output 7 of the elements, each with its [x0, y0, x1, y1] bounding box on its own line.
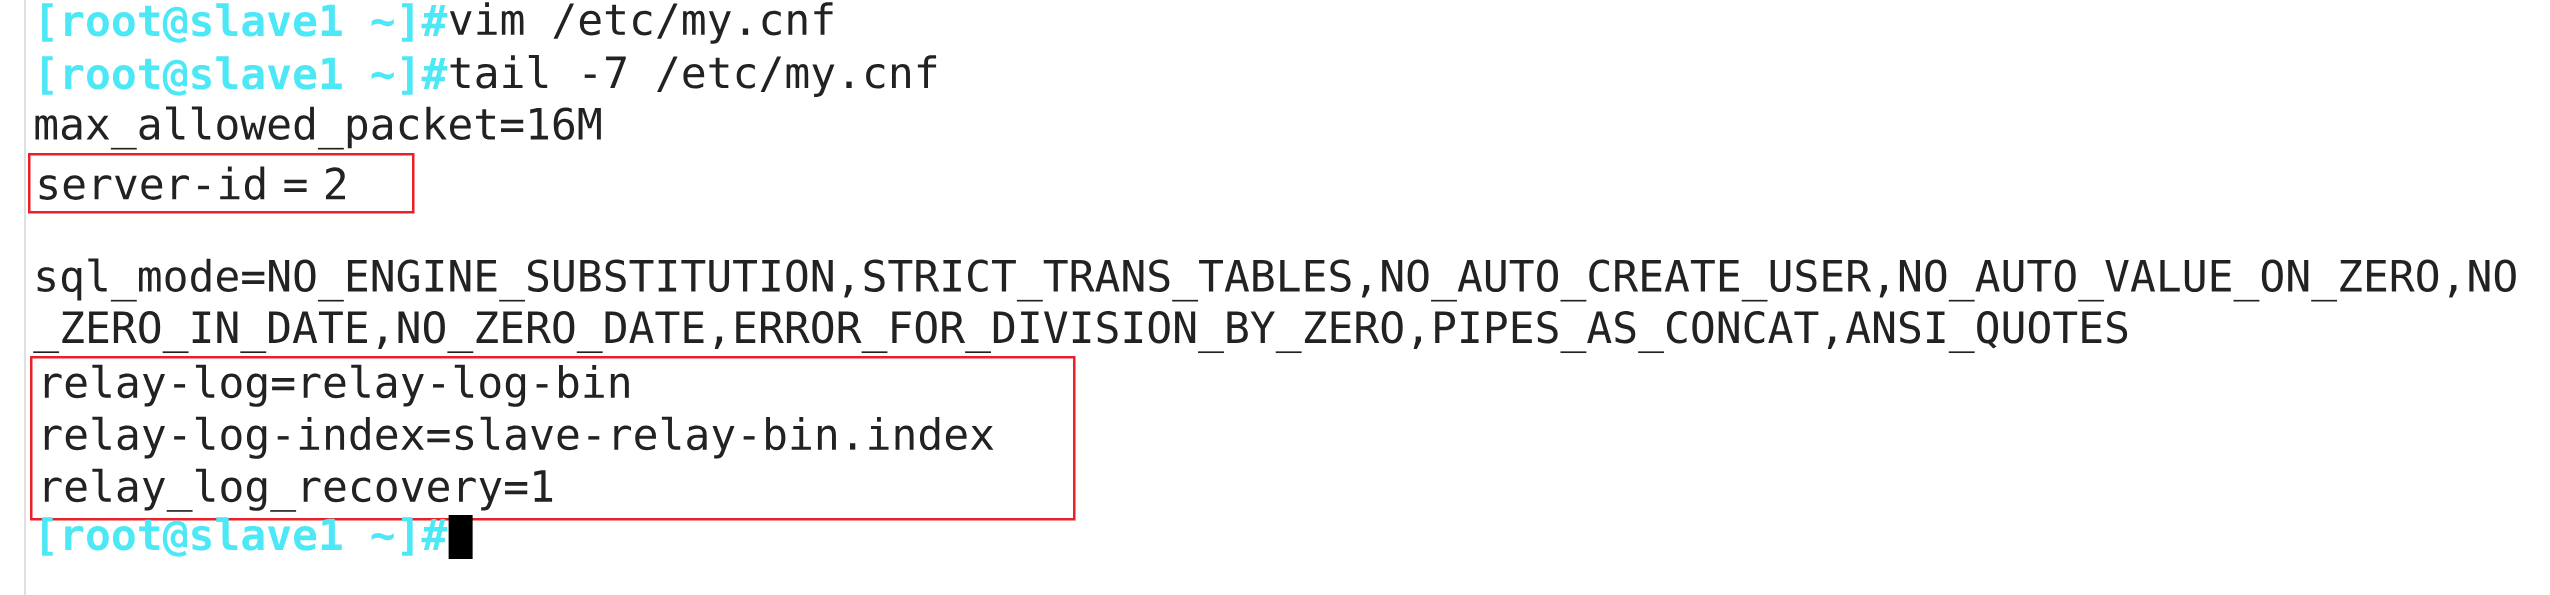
terminal-text: vim /etc/my.cnf	[449, 2, 833, 44]
highlight-box: server-id = 2	[28, 153, 415, 214]
terminal-text: [root@slave1 ~]#	[42, 3, 448, 43]
terminal-text: _ZERO_IN_DATE,NO_ZERO_DATE,ERROR_FOR_DIVISION_BY_ZERO,PIPES_AS_CONCAT,ANSI_QUOTES	[33, 310, 2128, 354]
terminal-text: tail -7 /etc/my.cnf	[450, 55, 937, 97]
terminal-text: [root@slave1 ~]#	[42, 56, 448, 96]
terminal-text: sql_mode=NO_ENGINE_SUBSTITUTION,STRICT_TRANS_TABLES,NO_AUTO_CREATE_USER,NO_AUTO_VALUE_ON_ZERO,NO	[37, 258, 2516, 302]
